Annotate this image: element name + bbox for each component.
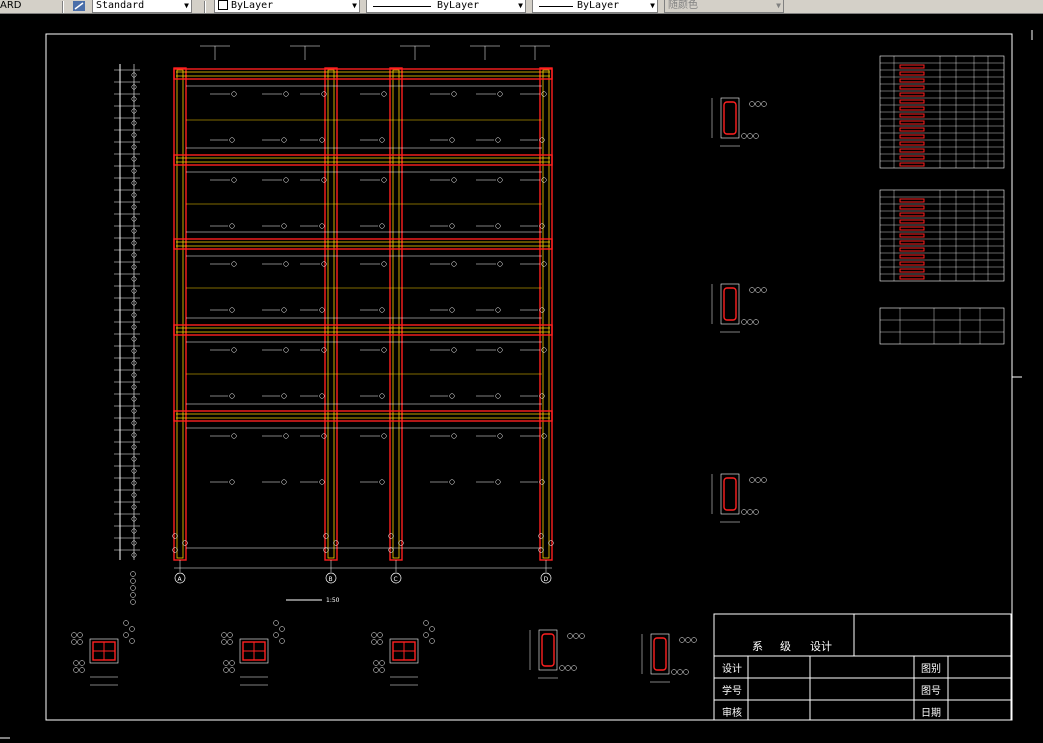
section-stirrup — [723, 477, 737, 511]
chevron-down-icon: ▼ — [776, 1, 781, 10]
title-date: 日期 — [921, 707, 941, 719]
text-style-value: Standard — [96, 0, 145, 11]
title-block: 系 级 设计 设计 学号 审核 图别 图号 日期 — [713, 613, 1012, 721]
color-value: ByLayer — [231, 0, 274, 11]
section-outline — [720, 473, 740, 515]
axis-label: B — [329, 576, 333, 583]
toolbar-separator — [204, 1, 206, 13]
column-rebar — [392, 69, 400, 559]
text-style-icon[interactable] — [72, 0, 90, 13]
axis-label: A — [178, 576, 183, 583]
section-outline — [650, 633, 670, 675]
beam — [173, 410, 553, 422]
section-stirrup — [653, 637, 667, 671]
beam — [173, 154, 553, 166]
axis-circle — [390, 572, 402, 584]
title-header-mid: 级 — [780, 640, 791, 653]
color-dropdown[interactable]: ByLayer ▼ — [214, 0, 360, 13]
lineweight-sample-icon — [539, 6, 573, 7]
section-outline — [720, 283, 740, 325]
plotstyle-value: 随颜色 — [668, 0, 698, 11]
column — [324, 67, 338, 561]
beam — [173, 324, 553, 336]
linetype-value: ByLayer — [437, 0, 480, 11]
beam — [173, 68, 553, 80]
beam-section-outline — [389, 638, 419, 664]
column — [173, 67, 187, 561]
beam-section-outline — [89, 638, 119, 664]
sheet-border — [45, 33, 1013, 721]
chevron-down-icon: ▼ — [650, 1, 655, 10]
column — [389, 67, 403, 561]
column-rebar — [176, 69, 184, 559]
section-outline — [720, 97, 740, 139]
title-header-right: 设计 — [810, 640, 832, 653]
column — [539, 67, 553, 561]
lineweight-dropdown[interactable]: ByLayer ▼ — [532, 0, 658, 13]
title-drawing-number: 图号 — [921, 685, 941, 697]
properties-toolbar: ARD Standard ▼ ByLayer ▼ ByLayer ▼ ByLay… — [0, 0, 1043, 14]
section-stirrup — [723, 287, 737, 321]
toolbar-separator — [62, 1, 64, 13]
section-stirrup — [723, 101, 737, 135]
chevron-down-icon: ▼ — [518, 1, 523, 10]
title-row-design: 设计 — [722, 662, 742, 675]
axis-label: D — [544, 576, 549, 583]
drawing-canvas[interactable]: A B C D 1:50 系 级 设计 设计 学号 审核 图别 图号 日期 — [0, 14, 1043, 743]
beam-section-outline — [239, 638, 269, 664]
plotstyle-dropdown[interactable]: 随颜色 ▼ — [664, 0, 784, 13]
column-rebar — [327, 69, 335, 559]
axis-circle — [540, 572, 552, 584]
chevron-down-icon: ▼ — [184, 1, 189, 10]
chevron-down-icon: ▼ — [352, 1, 357, 10]
bottom-section-details — [71, 620, 697, 686]
summary-table — [879, 307, 1005, 345]
title-row-review: 审核 — [722, 706, 742, 719]
axis-circle — [325, 572, 337, 584]
rebar-table — [879, 189, 1005, 282]
frame-elevation: A B C D — [114, 45, 554, 605]
title-header-left: 系 — [752, 640, 763, 653]
scale-label: 1:50 — [326, 597, 340, 604]
column-rebar — [542, 69, 550, 559]
color-swatch-icon — [218, 0, 228, 10]
axis-label: C — [394, 576, 398, 583]
section-stirrup — [541, 633, 555, 667]
layer-state[interactable]: ARD — [0, 0, 22, 11]
linetype-dropdown[interactable]: ByLayer ▼ — [366, 0, 526, 13]
title-drawing-type: 图别 — [921, 663, 941, 675]
beam — [173, 238, 553, 250]
rebar-tables — [879, 55, 1005, 345]
text-style-dropdown[interactable]: Standard ▼ — [92, 0, 192, 13]
axis-circle — [174, 572, 186, 584]
lineweight-value: ByLayer — [577, 0, 620, 11]
linetype-sample-icon — [373, 6, 431, 7]
section-outline — [538, 629, 558, 671]
title-row-student-id: 学号 — [722, 684, 742, 697]
section-details — [711, 97, 767, 523]
